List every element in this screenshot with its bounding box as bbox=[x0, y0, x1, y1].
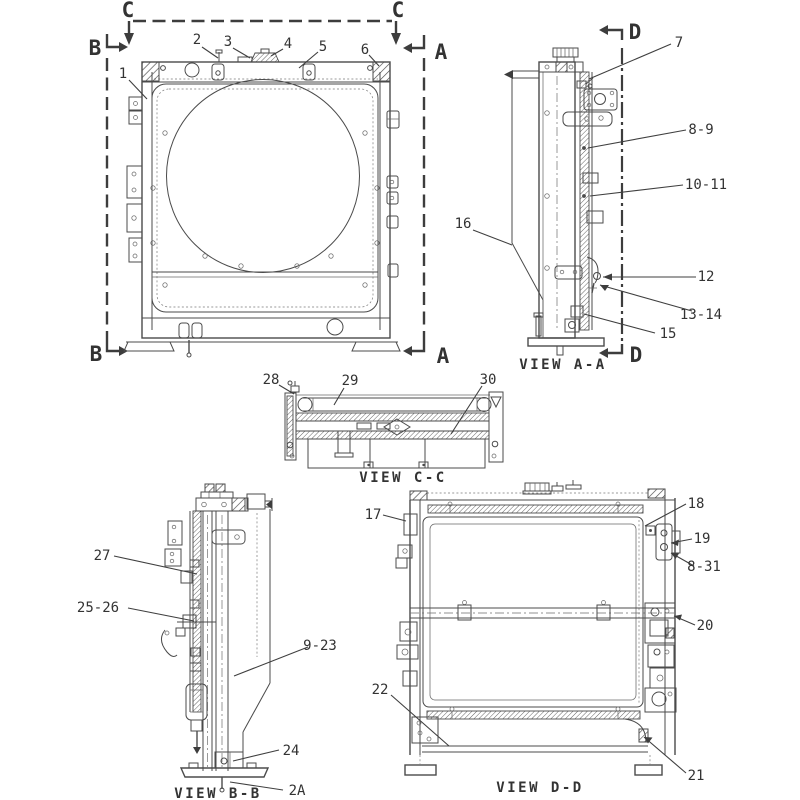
section-letter-c-top-right: C bbox=[392, 0, 405, 22]
dd-foot-left bbox=[404, 764, 437, 776]
view-bb bbox=[161, 483, 273, 793]
dd-right-brackets bbox=[644, 523, 681, 713]
callout-16-label: 16 bbox=[455, 216, 472, 232]
side-tabs-right bbox=[386, 110, 400, 278]
callout-28-label: 28 bbox=[263, 372, 280, 388]
callout-27-label: 27 bbox=[94, 548, 111, 564]
view-aa: D D bbox=[504, 20, 642, 367]
bb-core-section bbox=[192, 510, 202, 713]
callout-2-label: 2 bbox=[193, 32, 201, 48]
view-cc bbox=[284, 380, 504, 469]
cc-left-end bbox=[284, 380, 300, 461]
dd-left-clips bbox=[395, 513, 419, 687]
callout-29-label: 29 bbox=[342, 373, 359, 389]
front-view-callouts: 1 2 3 4 5 6 bbox=[119, 32, 380, 100]
drain-port bbox=[326, 318, 344, 336]
side-brackets-left bbox=[126, 96, 143, 263]
callout-8-9-label: 8-9 bbox=[688, 122, 713, 138]
mount-foot-left bbox=[123, 341, 175, 352]
shroud-clip-arrow bbox=[504, 70, 513, 79]
callout-2a-label: 2A bbox=[289, 783, 306, 799]
fan-opening-circle bbox=[166, 79, 360, 273]
front-section-markers: C C B A B A bbox=[89, 0, 450, 368]
section-letter-a-bottom: A bbox=[437, 344, 450, 368]
callout-4-label: 4 bbox=[284, 36, 292, 52]
section-letter-c-top-left: C bbox=[122, 0, 135, 22]
callout-17-label: 17 bbox=[365, 507, 382, 523]
bolt-holes bbox=[150, 130, 380, 288]
corner-mount-left bbox=[141, 61, 160, 82]
callout-30-label: 30 bbox=[480, 372, 497, 388]
vent-hole bbox=[184, 62, 200, 78]
cc-right-end bbox=[488, 391, 504, 463]
view-dd bbox=[395, 480, 681, 776]
radiator-core-section bbox=[579, 71, 590, 331]
callout-25-26-label: 25-26 bbox=[77, 600, 119, 616]
bb-base-plate bbox=[179, 767, 270, 778]
bb-top-assembly bbox=[195, 483, 273, 512]
callout-20-label: 20 bbox=[697, 618, 714, 634]
section-letter-a-top: A bbox=[435, 40, 448, 64]
view-dd-callouts: 17 18 19 8-31 20 21 22 VIEW D-D bbox=[365, 496, 721, 796]
callout-15-label: 15 bbox=[660, 326, 677, 342]
callout-12-label: 12 bbox=[698, 269, 715, 285]
callout-19-label: 19 bbox=[694, 531, 711, 547]
callout-6-label: 6 bbox=[361, 42, 369, 58]
callout-5-label: 5 bbox=[319, 39, 327, 55]
view-bb-title: VIEW B-B bbox=[174, 786, 261, 800]
callout-9-23-label: 9-23 bbox=[303, 638, 337, 654]
callout-8-31-label: 8-31 bbox=[687, 559, 721, 575]
view-cc-callouts: 28 29 30 VIEW C-C bbox=[263, 372, 497, 486]
corner-mount-right bbox=[372, 61, 391, 82]
section-letter-b-bottom: B bbox=[90, 342, 103, 366]
view-aa-title: VIEW A-A bbox=[519, 357, 606, 373]
tube-end-left bbox=[297, 397, 313, 412]
callout-24-label: 24 bbox=[283, 743, 300, 759]
section-letter-b-top: B bbox=[89, 36, 102, 60]
view-cc-title: VIEW C-C bbox=[359, 470, 446, 486]
callout-1-label: 1 bbox=[119, 66, 127, 82]
callout-13-14-label: 13-14 bbox=[680, 307, 722, 323]
dd-filler-cap bbox=[522, 480, 582, 495]
callout-22-label: 22 bbox=[372, 682, 389, 698]
callout-18-label: 18 bbox=[688, 496, 705, 512]
view-bb-callouts: 27 25-26 9-23 24 2A VIEW B-B bbox=[77, 548, 337, 800]
bb-left-fittings bbox=[161, 520, 216, 754]
dd-foot-right bbox=[634, 764, 663, 776]
callout-10-11-label: 10-11 bbox=[685, 177, 727, 193]
section-letter-d-top: D bbox=[629, 20, 642, 44]
view-aa-callouts: 7 8-9 10-11 12 13-14 15 16 VIEW A-A bbox=[455, 35, 728, 373]
callout-3-label: 3 bbox=[224, 34, 232, 50]
section-letter-d-bottom: D bbox=[630, 343, 643, 367]
view-dd-title: VIEW D-D bbox=[496, 780, 583, 796]
callout-21-label: 21 bbox=[688, 768, 705, 784]
callout-7-label: 7 bbox=[675, 35, 683, 51]
base-plate-aa bbox=[527, 337, 605, 347]
filler-cap-side bbox=[552, 47, 579, 63]
mount-foot-right bbox=[351, 341, 401, 352]
front-view bbox=[123, 48, 401, 358]
